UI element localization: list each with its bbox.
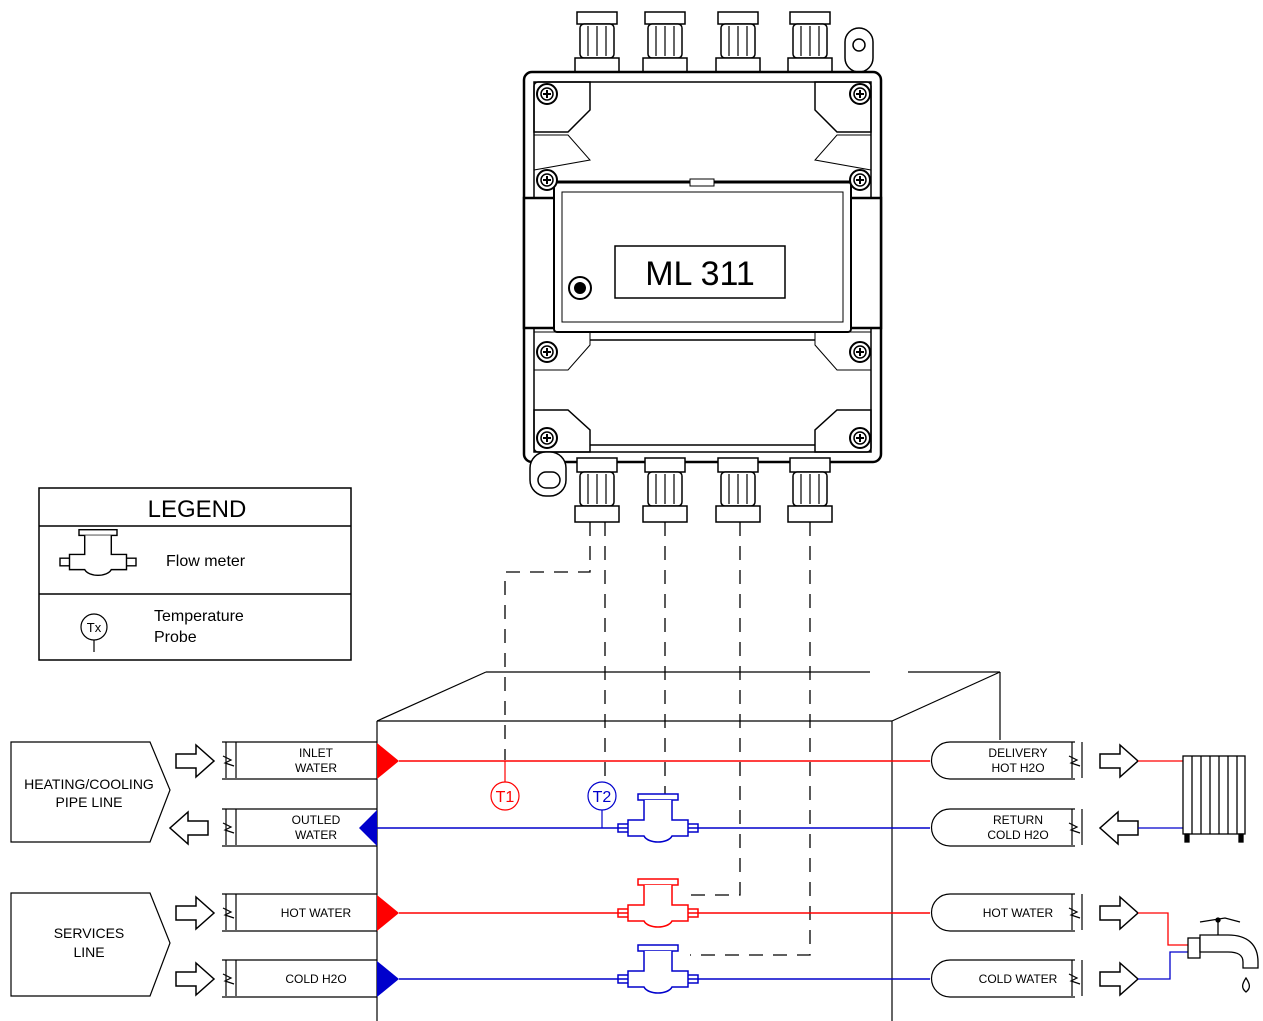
hot-flow-marker xyxy=(377,895,399,931)
legend-title: LEGEND xyxy=(148,496,247,523)
radiator-icon xyxy=(1182,755,1246,843)
flow-meter-heating-return xyxy=(617,793,699,843)
screw-icon xyxy=(849,169,871,191)
arrow-right-icon xyxy=(1099,896,1139,930)
signal-cables xyxy=(504,522,811,956)
svg-text:SERVICES: SERVICES xyxy=(54,925,125,941)
arrow-right-icon xyxy=(1099,744,1139,778)
outled-label-2: WATER xyxy=(295,828,337,842)
screw-icon xyxy=(536,83,558,105)
left-pipes: INLET WATER OUTLED WATER HOT WATER COLD … xyxy=(169,741,399,998)
appliance-connections xyxy=(1138,760,1190,980)
svg-text:T1: T1 xyxy=(496,789,515,806)
screw-icon xyxy=(536,427,558,449)
arrow-right-icon xyxy=(175,744,215,778)
services-source: SERVICES LINE xyxy=(10,892,171,997)
hot-water-right-label: HOT WATER xyxy=(983,906,1054,920)
svg-text:Tx: Tx xyxy=(87,620,102,635)
screw-icon xyxy=(849,83,871,105)
bottom-gland-4 xyxy=(787,457,833,523)
svg-text:LINE: LINE xyxy=(73,944,104,960)
return-label-2: COLD H2O xyxy=(987,828,1048,842)
flow-meter-hot-water xyxy=(617,878,699,928)
arrow-right-icon xyxy=(1099,962,1139,996)
screw-icon xyxy=(849,427,871,449)
legend-probe-label-2: Probe xyxy=(154,629,197,646)
bottom-gland-3 xyxy=(715,457,761,523)
pipe-break-icon xyxy=(1068,741,1083,779)
hot-flow-marker xyxy=(377,743,399,779)
svg-text:T2: T2 xyxy=(593,789,612,806)
inlet-label-2: WATER xyxy=(295,761,337,775)
arrow-left-icon xyxy=(169,811,209,845)
pipe-break-icon xyxy=(1068,959,1083,997)
legend: LEGEND Flow meter Tx Temperature Probe xyxy=(38,487,352,661)
right-pipes: DELIVERY HOT H2O RETURN COLD H2O HOT WAT… xyxy=(930,741,1139,998)
bottom-gland-1 xyxy=(574,457,620,523)
device-label: ML 311 xyxy=(645,255,755,293)
faucet-icon xyxy=(1187,917,1259,993)
hot-water-left-label: HOT WATER xyxy=(281,906,352,920)
building-outline xyxy=(376,671,1001,1021)
screw-icon xyxy=(849,341,871,363)
arrow-right-icon xyxy=(175,962,215,996)
pipe-break-icon xyxy=(1068,808,1083,846)
pipe-break-icon xyxy=(1068,893,1083,931)
svg-text:HEATING/COOLING: HEATING/COOLING xyxy=(24,776,154,792)
pipe-break-icon xyxy=(222,741,237,779)
return-label-1: RETURN xyxy=(993,813,1043,827)
cold-h2o-left-label: COLD H2O xyxy=(285,972,346,986)
screw-icon xyxy=(536,169,558,191)
arrow-left-icon xyxy=(1099,811,1139,845)
pipe-break-icon xyxy=(222,959,237,997)
pipe-break-icon xyxy=(222,808,237,846)
probe-t2: T2 xyxy=(587,781,617,828)
pipe-break-icon xyxy=(222,893,237,931)
temperature-probe-icon: Tx xyxy=(80,613,108,652)
inlet-label-1: INLET xyxy=(299,746,334,760)
flow-meter-icon xyxy=(59,528,137,577)
outled-label-1: OUTLED xyxy=(292,813,341,827)
top-gland-1 xyxy=(574,11,620,75)
arrow-right-icon xyxy=(175,896,215,930)
display-window xyxy=(614,245,786,299)
heating-cooling-source: HEATING/COOLING PIPE LINE xyxy=(10,741,171,843)
cold-water-right-label: COLD WATER xyxy=(979,972,1058,986)
top-gland-2 xyxy=(642,11,688,75)
ml311-device: ML 311 xyxy=(522,11,883,523)
bottom-gland-2 xyxy=(642,457,688,523)
legend-flow-meter-label: Flow meter xyxy=(166,553,246,570)
delivery-label-2: HOT H2O xyxy=(991,761,1044,775)
delivery-label-1: DELIVERY xyxy=(988,746,1047,760)
cold-flow-marker xyxy=(377,961,399,997)
top-gland-3 xyxy=(715,11,761,75)
cold-flow-marker xyxy=(359,810,377,846)
screw-icon xyxy=(536,341,558,363)
top-gland-4 xyxy=(787,11,833,75)
legend-probe-label-1: Temperature xyxy=(154,608,244,625)
probe-t1: T1 xyxy=(490,761,520,811)
svg-text:PIPE LINE: PIPE LINE xyxy=(56,794,123,810)
flow-meter-cold-water xyxy=(617,944,699,994)
